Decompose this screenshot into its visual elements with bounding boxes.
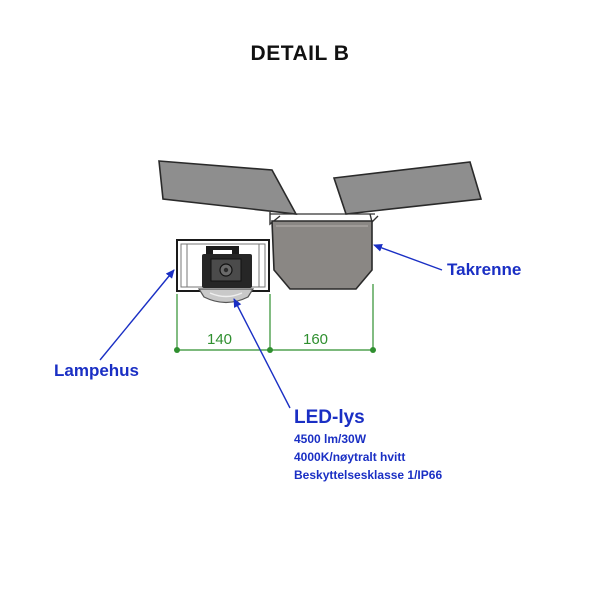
leader-led-lys (233, 298, 291, 409)
roof-panel-left (158, 160, 298, 215)
gutter-body (271, 220, 373, 290)
dimension-dot-middle (267, 347, 273, 353)
callout-takrenne: Takrenne (447, 260, 522, 279)
led-mount-clip (206, 246, 239, 254)
dimension-dot-right (370, 347, 376, 353)
led-spec-protection: Beskyttelsesklasse 1/IP66 (294, 468, 443, 482)
led-spec-color-temp: 4000K/nøytralt hvitt (294, 450, 406, 464)
led-module-screw-center (223, 267, 229, 273)
led-spec-lumen: 4500 lm/30W (294, 432, 367, 446)
callout-led-lys: LED-lys (294, 407, 365, 428)
dimension-label-160: 160 (303, 331, 329, 348)
led-lens-highlight (209, 292, 243, 298)
dimension-label-140: 140 (207, 331, 233, 348)
roof-panel-right (332, 161, 483, 215)
leader-lampehus (99, 269, 175, 361)
dimension-dot-left (174, 347, 180, 353)
leader-takrenne (373, 244, 443, 271)
dimension-lines (174, 284, 376, 353)
drawing-title: DETAIL B (250, 42, 350, 65)
callout-lampehus: Lampehus (54, 361, 140, 380)
